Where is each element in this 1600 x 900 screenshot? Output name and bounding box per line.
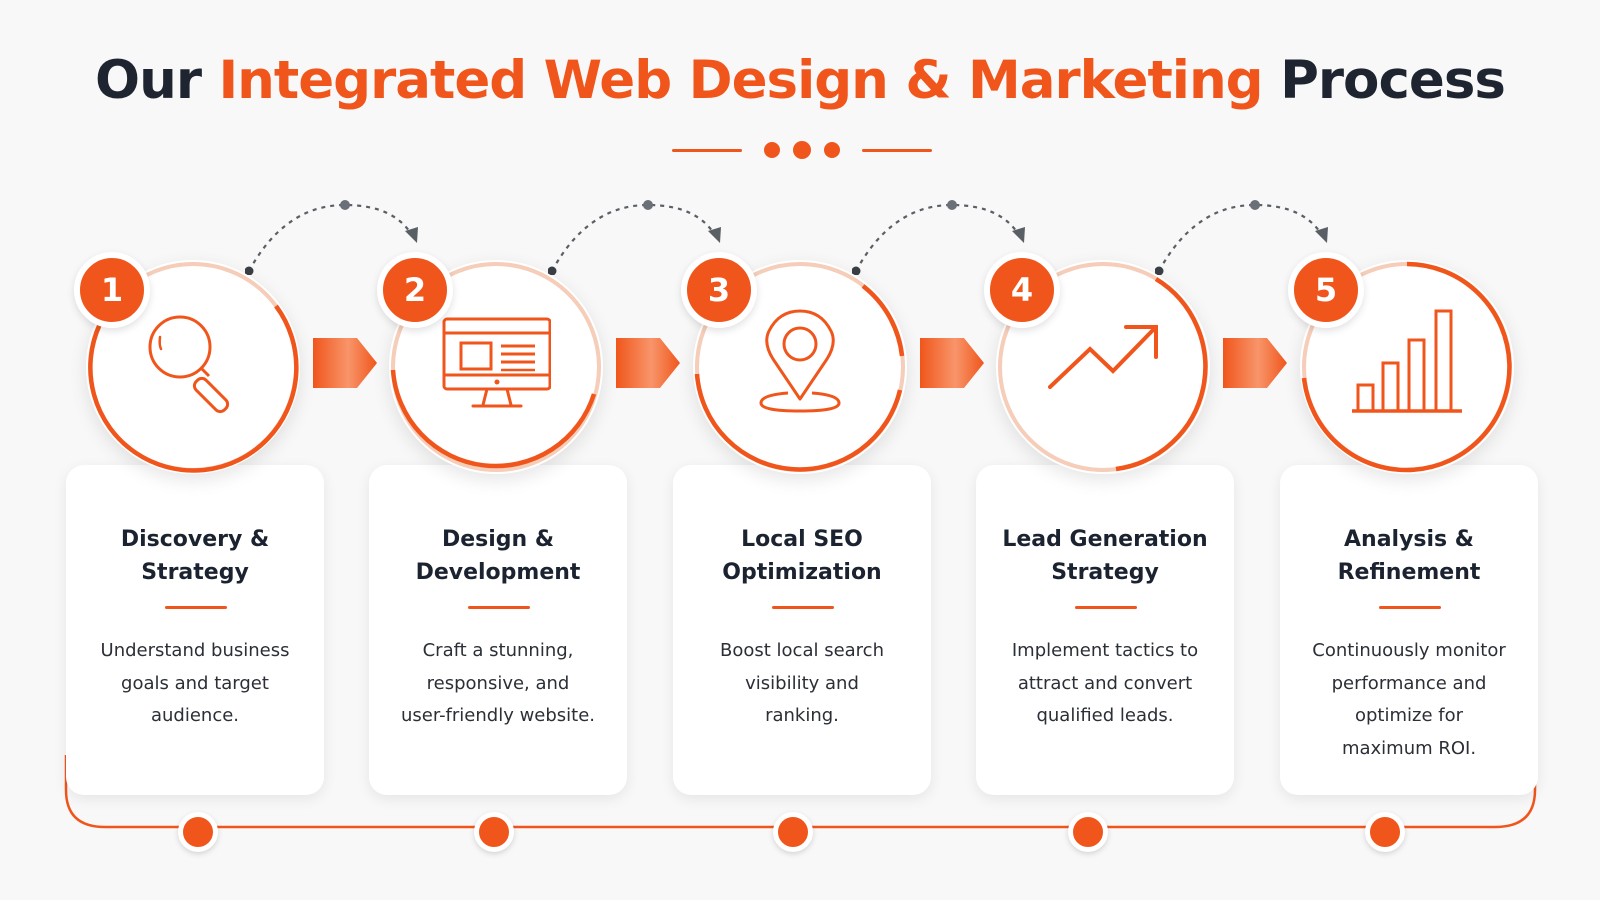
title-accent: Integrated Web Design & Marketing xyxy=(218,50,1263,111)
title-underline xyxy=(772,606,834,609)
timeline-node xyxy=(1068,812,1108,852)
title-underline xyxy=(468,606,530,609)
timeline-node xyxy=(474,812,514,852)
step-description: Understand business goals and target aud… xyxy=(100,640,290,726)
step-title: Analysis & Refinement xyxy=(1337,527,1481,585)
step-description: Implement tactics to attract and convert… xyxy=(1011,640,1199,726)
trending-up-arrow-icon xyxy=(1048,325,1158,389)
dashed-connector-4-5 xyxy=(1155,200,1328,275)
chevron-arrow-icon xyxy=(616,338,680,388)
process-step-1: Discovery & Strategy Understand business… xyxy=(66,0,326,900)
step-card: Lead Generation Strategy Implement tacti… xyxy=(976,465,1234,795)
step-title: Local SEO Optimization xyxy=(722,527,882,585)
title-underline xyxy=(1075,606,1137,609)
map-pin-icon xyxy=(759,309,841,413)
step-icon-ring xyxy=(86,260,300,474)
chevron-arrow-icon xyxy=(313,338,377,388)
step-number-badge: 4 xyxy=(984,252,1060,328)
divider-line-right xyxy=(862,149,932,152)
step-number-badge: 1 xyxy=(74,252,150,328)
chevron-arrow-icon xyxy=(1223,338,1287,388)
magnifying-glass-icon xyxy=(148,315,230,414)
title-divider xyxy=(672,138,932,162)
process-step-4: Lead Generation Strategy Implement tacti… xyxy=(976,0,1236,900)
divider-line-left xyxy=(672,149,742,152)
process-step-3: Local SEO Optimization Boost local searc… xyxy=(673,0,933,900)
step-card: Local SEO Optimization Boost local searc… xyxy=(673,465,931,795)
title-suffix: Process xyxy=(1280,50,1506,111)
step-number-badge: 2 xyxy=(377,252,453,328)
chevron-arrow-icon xyxy=(920,338,984,388)
step-title: Discovery & Strategy xyxy=(120,527,270,585)
timeline-node xyxy=(773,812,813,852)
step-description: Boost local search visibility and rankin… xyxy=(720,640,884,726)
step-title: Design & Development xyxy=(415,527,581,585)
bar-chart-icon xyxy=(1352,309,1462,413)
dashed-connector-2-3 xyxy=(548,200,721,275)
step-description: Craft a stunning, responsive, and user-f… xyxy=(400,640,596,726)
step-card: Design & Development Craft a stunning, r… xyxy=(369,465,627,795)
process-step-2: Design & Development Craft a stunning, r… xyxy=(369,0,629,900)
step-number-badge: 5 xyxy=(1288,252,1364,328)
divider-dot xyxy=(824,142,840,158)
divider-dot xyxy=(793,141,811,159)
title-underline xyxy=(1379,606,1441,609)
step-number-badge: 3 xyxy=(681,252,757,328)
dashed-connector-3-4 xyxy=(852,200,1025,275)
step-title: Lead Generation Strategy xyxy=(1002,527,1208,585)
step-description: Continuously monitor performance and opt… xyxy=(1312,640,1506,759)
timeline-node xyxy=(178,812,218,852)
title-underline xyxy=(165,606,227,609)
process-step-5: Analysis & Refinement Continuously monit… xyxy=(1280,0,1540,900)
divider-dot xyxy=(764,142,780,158)
timeline-node xyxy=(1365,812,1405,852)
dashed-connector-1-2 xyxy=(245,200,418,275)
title-prefix: Our xyxy=(95,50,202,111)
page-title: Our Integrated Web Design & Marketing Pr… xyxy=(0,50,1600,111)
step-card: Discovery & Strategy Understand business… xyxy=(66,465,324,795)
desktop-monitor-icon xyxy=(442,317,551,408)
step-card: Analysis & Refinement Continuously monit… xyxy=(1280,465,1538,795)
